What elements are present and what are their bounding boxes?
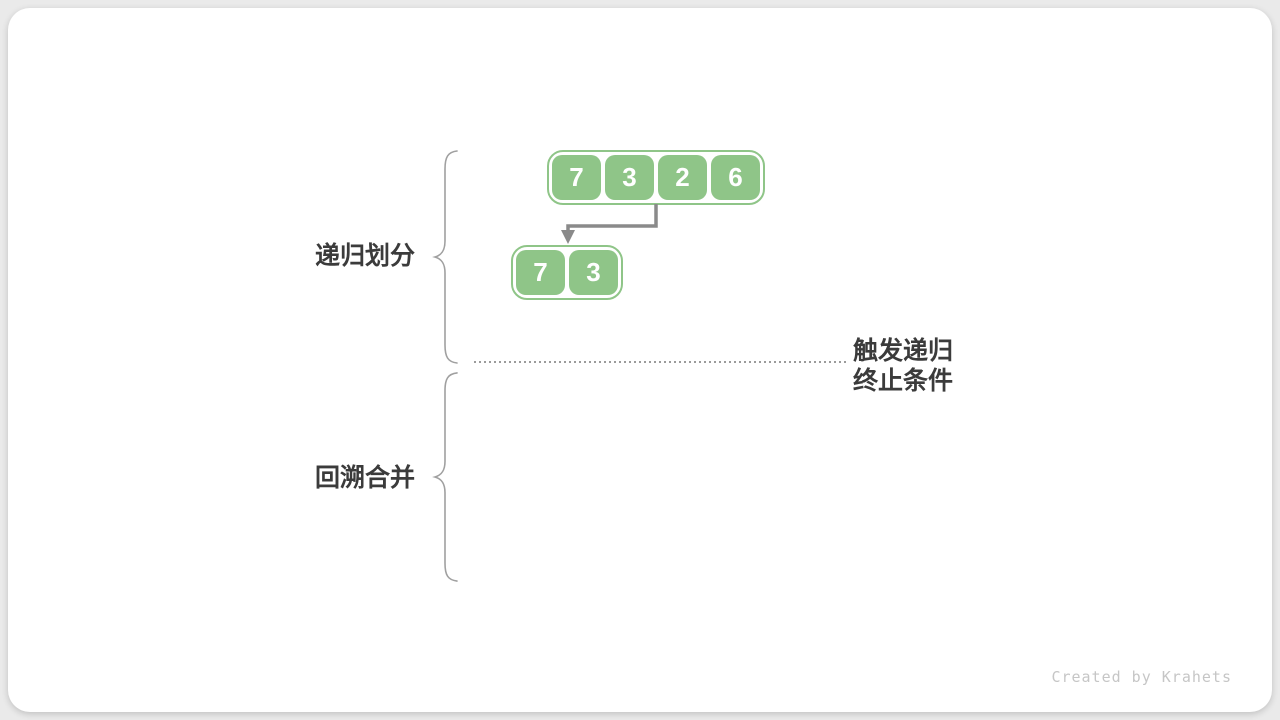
label-backtrack-merge: 回溯合并 <box>315 464 416 492</box>
label-recursive-divide: 递归划分 <box>315 242 416 270</box>
watermark: Created by Krahets <box>1051 668 1232 686</box>
brace-icon-backtrack-merge <box>432 372 458 582</box>
array-level-2: 7 3 <box>511 245 623 300</box>
termination-annotation-line2: 终止条件 <box>853 367 954 395</box>
divide-arrow-icon <box>561 204 658 244</box>
brace-icon-recursive-divide <box>432 150 458 364</box>
array-cell: 3 <box>569 250 618 295</box>
array-cell: 6 <box>711 155 760 200</box>
diagram-card: 递归划分 回溯合并 7 3 2 6 7 3 <box>8 8 1272 712</box>
termination-dotted-line <box>474 361 846 363</box>
termination-annotation: 触发递归 终止条件 <box>853 336 953 396</box>
array-cell: 2 <box>658 155 707 200</box>
array-cell: 7 <box>552 155 601 200</box>
array-cell: 7 <box>516 250 565 295</box>
array-level-1: 7 3 2 6 <box>547 150 765 205</box>
array-cell: 3 <box>605 155 654 200</box>
termination-annotation-line1: 触发递归 <box>853 337 954 365</box>
